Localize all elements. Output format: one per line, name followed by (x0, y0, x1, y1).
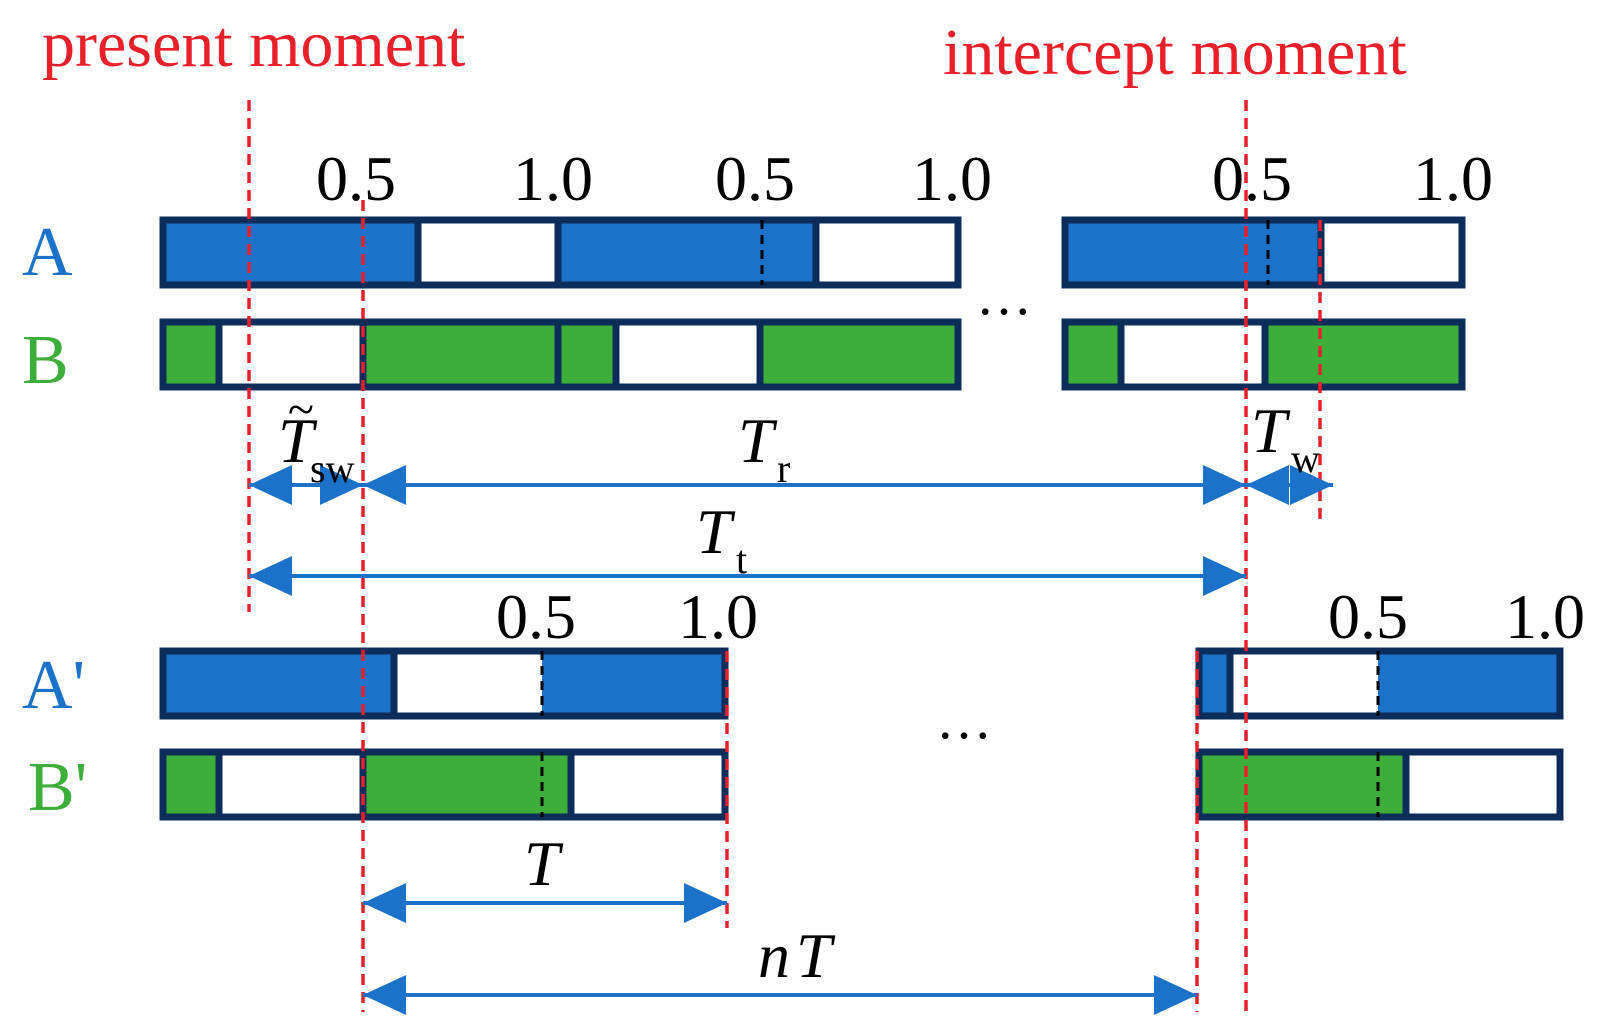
tick-label: 0.5 (1328, 581, 1408, 652)
top-tick-labels: 0.5 1.0 0.5 1.0 0.5 1.0 (316, 143, 1493, 214)
bottom-tick-labels: 0.5 1.0 0.5 1.0 (496, 581, 1585, 652)
green-phase-a (163, 220, 418, 285)
ellipsis-upper: … (976, 265, 1032, 327)
ellipsis-lower: … (936, 689, 992, 751)
cycle-frame (159, 748, 729, 821)
bar-row-a-prime (159, 647, 1564, 720)
nt-t: T (796, 920, 836, 991)
t-r-sub: r (777, 446, 790, 491)
t-sw-tilde: ~ (288, 383, 314, 436)
intercept-moment-title: intercept moment (943, 16, 1407, 89)
tick-label: 0.5 (1212, 143, 1292, 214)
row-label-a-prime: A' (22, 647, 85, 724)
tick-label: 1.0 (678, 581, 758, 652)
red-phase-a (816, 220, 958, 285)
tick-label: 1.0 (912, 143, 992, 214)
t-t-base: T (696, 496, 736, 567)
reference-lines (247, 100, 1322, 1012)
t-r-base: T (738, 405, 778, 476)
green-phase-a (1065, 220, 1321, 285)
row-label-b: B (22, 322, 69, 399)
bar-row-b (159, 318, 1466, 391)
green-phase-a (558, 220, 816, 285)
tick-label: 0.5 (715, 143, 795, 214)
t-w-sub: w (1291, 436, 1320, 481)
cycle-frame (1061, 216, 1466, 289)
dimension-arrows (249, 465, 1333, 1015)
t-sw-base: T (278, 405, 318, 476)
tick-label: 1.0 (1413, 143, 1493, 214)
cycle-frame (159, 647, 729, 720)
t-label: T (524, 828, 564, 899)
red-phase-a (418, 220, 558, 285)
tick-label: 0.5 (316, 143, 396, 214)
bar-row-b-prime (159, 748, 1564, 821)
nt-n: n (758, 920, 790, 991)
interval-labels: T ~ sw T r T w T t T n T (278, 383, 1320, 991)
t-w-base: T (1251, 395, 1291, 466)
row-label-a: A (22, 214, 73, 291)
t-t-sub: t (736, 537, 747, 582)
row-label-b-prime: B' (28, 749, 87, 826)
bar-row-a (159, 216, 1466, 289)
tick-label: 0.5 (496, 581, 576, 652)
red-phase-a (1321, 220, 1462, 285)
t-sw-sub: sw (310, 446, 355, 491)
tick-label: 1.0 (1505, 581, 1585, 652)
tick-label: 1.0 (513, 143, 593, 214)
present-moment-title: present moment (42, 8, 465, 81)
